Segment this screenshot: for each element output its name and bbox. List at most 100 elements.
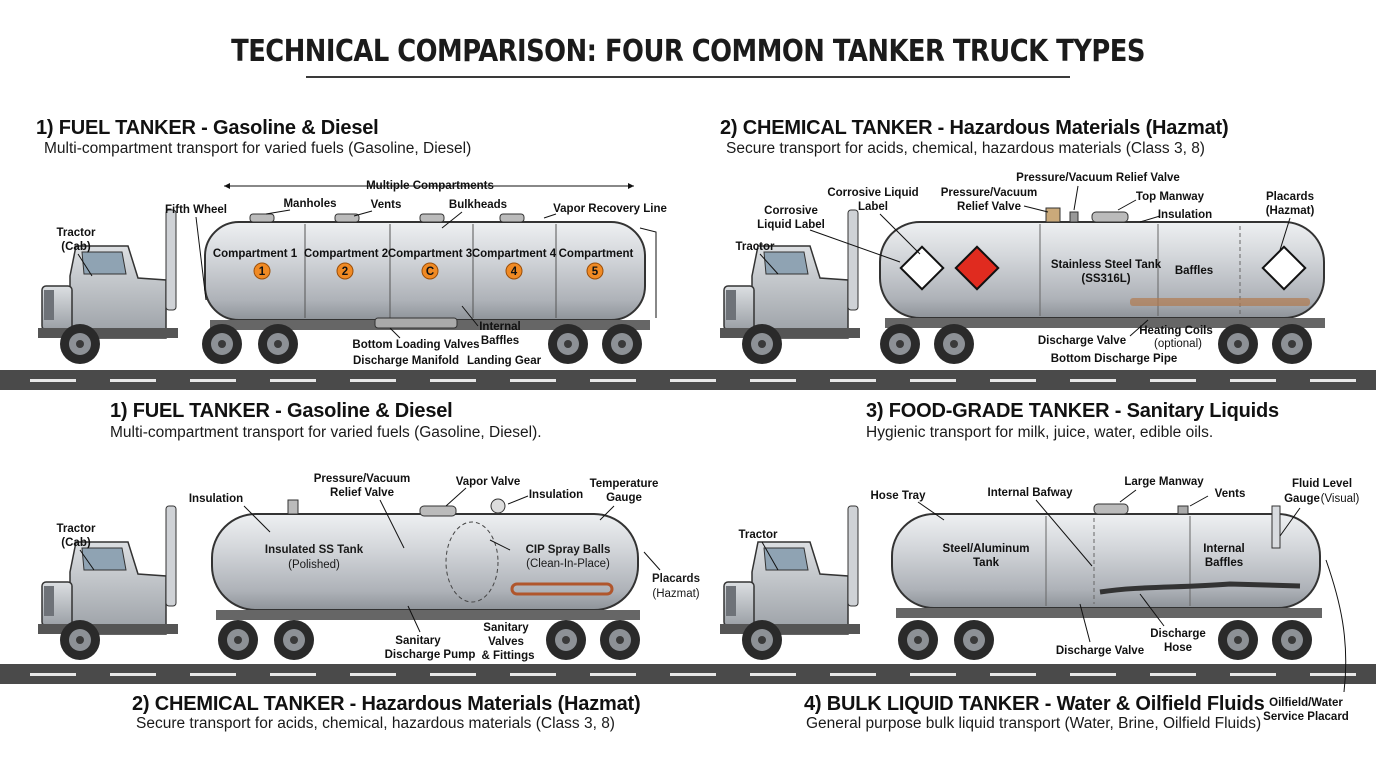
fuel-tanker-illustration: Multiple Compartments Compartment 1 Comp…: [37, 180, 667, 367]
callout-label: Valves: [488, 636, 524, 648]
callout-label: 1: [259, 266, 266, 278]
callout-label: Compartment 3: [388, 248, 472, 260]
callout-label: Service Placard: [1263, 711, 1349, 723]
callout-label: Pressure/Vacuum: [314, 473, 411, 485]
callout-label: Hose: [1164, 642, 1192, 654]
callout-label: Vents: [371, 199, 402, 211]
callout-label: Compartment 1: [213, 248, 298, 260]
callout-label: Fluid Level: [1292, 478, 1352, 490]
callout-label: CIP Spray Balls: [526, 544, 611, 556]
callout-label: (optional): [1154, 338, 1202, 350]
callout-label: Oilfield/Water: [1269, 697, 1343, 709]
chemical-tanker-heading: 2) CHEMICAL TANKER - Hazardous Materials…: [720, 117, 1229, 139]
callout-label: Discharge Valve: [1038, 335, 1126, 347]
callout-label: 4: [511, 266, 518, 278]
callout-label: Corrosive: [764, 205, 818, 217]
callout-label: Tank: [973, 557, 1000, 569]
callout-label: Bottom Loading Valves: [352, 339, 479, 351]
callout-label: (Hazmat): [652, 588, 699, 600]
callout-label: Top Manway: [1136, 191, 1205, 203]
callout-label: Placards: [1266, 191, 1314, 203]
callout-label: Insulation: [1158, 209, 1212, 221]
callout-label: Temperature: [590, 478, 659, 490]
callout-label: Tractor: [57, 523, 97, 535]
callout-label: Compartment 4: [472, 248, 557, 260]
callout-label: Gauge: [606, 492, 642, 504]
callout-label: Vapor Valve: [456, 476, 521, 488]
chemical-tanker-heading-bottom: 2) CHEMICAL TANKER - Hazardous Materials…: [132, 693, 641, 715]
callout-label: Bottom Discharge Pipe: [1051, 353, 1178, 365]
callout-label: (Cab): [61, 537, 91, 549]
callout-label: Hose Tray: [871, 490, 927, 502]
callout-label: Baffles: [1175, 265, 1213, 277]
callout-label: Pressure/Vacuum Relief Valve: [1016, 172, 1180, 184]
callout-label: C: [426, 266, 434, 278]
callout-label: Stainless Steel Tank: [1051, 259, 1162, 271]
callout-label: 2: [342, 266, 348, 278]
callout-label: (Cab): [61, 241, 91, 253]
callout-label: Tractor: [736, 241, 776, 253]
callout-label: (SS316L): [1081, 273, 1130, 285]
callout-label: Bulkheads: [449, 199, 507, 211]
fuel-tanker-subtitle: Multi-compartment transport for varied f…: [44, 140, 472, 157]
road-top: [0, 370, 1376, 390]
callout-label: Sanitary: [483, 622, 529, 634]
callout-label: Relief Valve: [330, 487, 394, 499]
callout-label: Gauge: [1284, 493, 1320, 505]
multiple-compartments-label: Multiple Compartments: [366, 180, 494, 192]
callout-label: 5: [592, 266, 599, 278]
callout-label: (Clean-In-Place): [526, 558, 610, 570]
callout-label: Fifth Wheel: [165, 204, 227, 216]
bulk-liquid-heading: 4) BULK LIQUID TANKER - Water & Oilfield…: [804, 693, 1265, 715]
callout-label: Pressure/Vacuum: [941, 187, 1038, 199]
callout-label: Compartment: [559, 248, 634, 260]
callout-label: Tractor: [57, 227, 97, 239]
road-bottom: [0, 664, 1376, 684]
fuel-tanker-heading: 1) FUEL TANKER - Gasoline & Diesel: [36, 117, 379, 139]
food-grade-tanker-illustration: Insulated SS Tank (Polished) Tractor (Ca…: [37, 473, 700, 662]
callout-label: Baffles: [481, 335, 519, 347]
callout-label: Compartment 2: [304, 248, 388, 260]
bulk-liquid-subtitle: General purpose bulk liquid transport (W…: [806, 715, 1262, 732]
callout-label: Insulated SS Tank: [265, 544, 364, 556]
callout-label: Discharge Pump: [385, 649, 476, 661]
chemical-tanker-illustration: Stainless Steel Tank (SS316L) Baffles Co…: [719, 172, 1325, 365]
callout-label: Insulation: [189, 493, 243, 505]
callout-label: Baffles: [1205, 557, 1243, 569]
title-underline: [306, 76, 1070, 78]
callout-label: Vapor Recovery Line: [553, 203, 667, 215]
page-title: TECHNICAL COMPARISON: FOUR COMMON TANKER…: [231, 34, 1145, 69]
callout-label: Internal Bafway: [988, 487, 1074, 499]
bulk-liquid-tanker-illustration: Steel/Aluminum Tank Internal Baffles Hos…: [719, 476, 1360, 723]
callout-label: Tractor: [739, 529, 779, 541]
callout-label: Vents: [1215, 488, 1246, 500]
fuel-tanker-heading-repeat: 1) FUEL TANKER - Gasoline & Diesel: [110, 400, 453, 422]
callout-label: Discharge Manifold: [353, 355, 459, 367]
callout-label: Steel/Aluminum: [943, 543, 1030, 555]
callout-label: Internal: [1203, 543, 1245, 555]
callout-label: Landing Gear: [467, 355, 542, 367]
callout-label: Corrosive Liquid: [827, 187, 918, 199]
callout-label: Label: [858, 201, 888, 213]
callout-label: Placards: [652, 573, 700, 585]
chemical-tanker-subtitle: Secure transport for acids, chemical, ha…: [726, 140, 1205, 157]
callout-label: Manholes: [283, 198, 336, 210]
callout-label: Sanitary: [395, 635, 441, 647]
callout-label: Discharge: [1150, 628, 1206, 640]
fuel-tanker-subtitle-repeat: Multi-compartment transport for varied f…: [110, 424, 542, 441]
callout-label: Discharge Valve: [1056, 645, 1144, 657]
food-grade-subtitle: Hygienic transport for milk, juice, wate…: [866, 424, 1214, 441]
callout-label: Large Manway: [1124, 476, 1204, 488]
callout-label: Liquid Label: [757, 219, 825, 231]
callout-label: (Visual): [1321, 493, 1360, 505]
callout-label: (Polished): [288, 559, 340, 571]
callout-label: Relief Valve: [957, 201, 1021, 213]
callout-label: & Fittings: [481, 650, 534, 662]
callout-label: Internal: [479, 321, 521, 333]
callout-label: Insulation: [529, 489, 583, 501]
callout-label: (Hazmat): [1266, 205, 1315, 217]
callout-label: Heating Coils: [1139, 325, 1212, 337]
food-grade-heading: 3) FOOD-GRADE TANKER - Sanitary Liquids: [866, 400, 1279, 422]
chemical-tanker-subtitle-bottom: Secure transport for acids, chemical, ha…: [136, 715, 615, 732]
